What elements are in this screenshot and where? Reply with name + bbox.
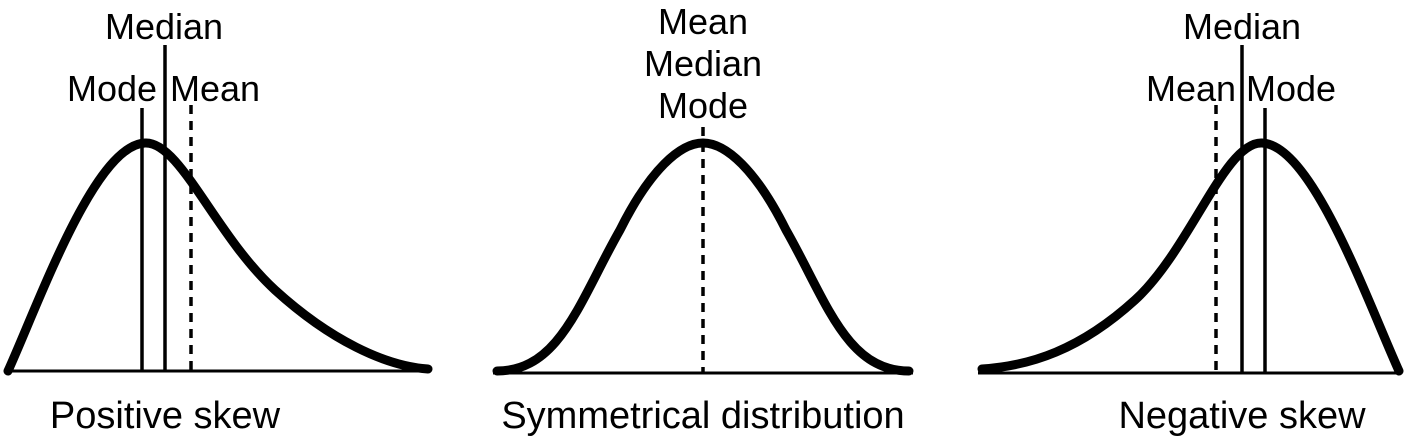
panel-symmetrical-distribution: Mean Median Mode Symmetrical distributio… bbox=[492, 1, 914, 437]
panel-caption: Negative skew bbox=[1118, 395, 1366, 437]
median-label: Median bbox=[644, 43, 762, 84]
panel-negative-skew: Median Mean Mode Negative skew bbox=[977, 6, 1404, 437]
panel-caption: Positive skew bbox=[50, 395, 281, 437]
mean-label: Mean bbox=[658, 1, 748, 42]
mean-label: Mean bbox=[170, 68, 260, 109]
mode-label: Mode bbox=[1246, 68, 1336, 109]
median-label: Median bbox=[1183, 6, 1301, 47]
mean-label: Mean bbox=[1146, 68, 1236, 109]
mode-label: Mode bbox=[658, 85, 748, 126]
panel-positive-skew: Median Mode Mean Positive skew bbox=[3, 6, 433, 437]
positive-skew-curve bbox=[3, 138, 433, 376]
panel-caption: Symmetrical distribution bbox=[501, 395, 904, 437]
symmetrical-curve bbox=[492, 138, 914, 376]
negative-skew-curve bbox=[977, 138, 1404, 376]
median-label: Median bbox=[105, 6, 223, 47]
mode-label: Mode bbox=[67, 68, 157, 109]
